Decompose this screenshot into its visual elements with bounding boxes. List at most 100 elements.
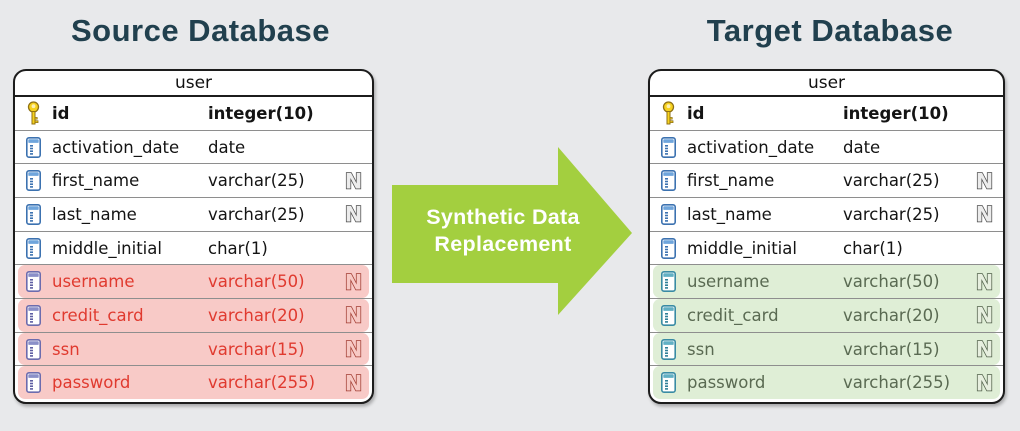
field-icon	[26, 271, 52, 293]
column-name: credit_card	[52, 305, 144, 325]
key-icon	[26, 101, 52, 126]
column-type: varchar(25)	[208, 171, 305, 191]
nullable-icon: N	[967, 170, 1001, 192]
column-type: varchar(50)	[208, 272, 305, 292]
nullable-icon: N	[336, 372, 370, 394]
arrow-label-line1: Synthetic Data	[426, 205, 580, 229]
column-name: credit_card	[687, 305, 779, 325]
column-row-first_name: first_name varchar(25) N	[650, 163, 1003, 197]
column-row-password: password varchar(255) N	[15, 365, 372, 400]
nullable-icon: N	[967, 372, 1001, 394]
column-type: char(1)	[843, 238, 903, 258]
column-row-credit_card: credit_card varchar(20) N	[650, 298, 1003, 332]
table-title: user	[650, 71, 1003, 97]
column-type: integer(10)	[208, 103, 314, 123]
column-name: last_name	[52, 204, 137, 224]
column-name: first_name	[687, 171, 775, 191]
column-row-middle_initial: middle_initial char(1)	[650, 230, 1003, 265]
nullable-icon: N	[967, 304, 1001, 326]
row-highlight-background	[18, 366, 369, 400]
nullable-icon: N	[967, 338, 1001, 360]
svg-text:N: N	[344, 271, 362, 293]
column-row-username: username varchar(50) N	[650, 264, 1003, 299]
transformation-arrow: Synthetic Data Replacement	[391, 146, 633, 316]
field-icon	[661, 271, 687, 293]
nullable-icon: N	[336, 304, 370, 326]
nullable-icon: N	[336, 271, 370, 293]
column-name: ssn	[52, 339, 80, 359]
column-name: ssn	[687, 339, 715, 359]
column-row-username: username varchar(50) N	[15, 264, 372, 299]
column-name: id	[52, 103, 70, 123]
svg-text:N: N	[975, 170, 993, 192]
column-name: password	[52, 373, 131, 393]
row-highlight-background	[653, 332, 1000, 366]
svg-text:N: N	[975, 338, 993, 360]
column-type: varchar(25)	[843, 171, 940, 191]
column-type: date	[208, 137, 246, 157]
row-highlight-background	[653, 366, 1000, 400]
arrow-shape	[392, 147, 632, 315]
column-row-id: id integer(10)	[650, 97, 1003, 130]
svg-text:N: N	[344, 203, 362, 225]
column-name: last_name	[687, 204, 772, 224]
column-name: id	[687, 103, 705, 123]
field-icon	[661, 203, 687, 225]
column-type: varchar(15)	[208, 339, 305, 359]
field-icon	[661, 304, 687, 326]
column-name: middle_initial	[687, 238, 797, 258]
field-icon	[26, 338, 52, 360]
column-type: varchar(15)	[843, 339, 940, 359]
target-database-title: Target Database	[706, 13, 954, 48]
field-icon	[26, 136, 52, 158]
column-row-first_name: first_name varchar(25) N	[15, 163, 372, 197]
nullable-icon: N	[336, 338, 370, 360]
nullable-icon: N	[336, 170, 370, 192]
column-type: varchar(255)	[208, 373, 316, 393]
column-name: username	[52, 272, 135, 292]
column-row-last_name: last_name varchar(25) N	[15, 197, 372, 231]
field-icon	[26, 237, 52, 259]
svg-text:N: N	[975, 304, 993, 326]
field-icon	[26, 304, 52, 326]
svg-text:N: N	[344, 170, 362, 192]
row-highlight-background	[18, 265, 369, 299]
column-row-ssn: ssn varchar(15) N	[15, 331, 372, 366]
column-type: varchar(20)	[208, 305, 305, 325]
column-type: integer(10)	[843, 103, 949, 123]
column-row-id: id integer(10)	[15, 97, 372, 130]
nullable-icon: N	[967, 271, 1001, 293]
column-row-credit_card: credit_card varchar(20) N	[15, 298, 372, 332]
table-title: user	[15, 71, 372, 97]
svg-text:N: N	[975, 203, 993, 225]
svg-text:N: N	[975, 372, 993, 394]
svg-text:N: N	[344, 338, 362, 360]
column-name: activation_date	[687, 137, 815, 157]
column-row-ssn: ssn varchar(15) N	[650, 331, 1003, 366]
nullable-icon: N	[967, 203, 1001, 225]
column-row-last_name: last_name varchar(25) N	[650, 197, 1003, 231]
column-type: varchar(50)	[843, 272, 940, 292]
row-highlight-background	[653, 265, 1000, 299]
field-icon	[26, 170, 52, 192]
svg-text:N: N	[975, 271, 993, 293]
column-type: varchar(25)	[843, 204, 940, 224]
column-name: first_name	[52, 171, 140, 191]
source-database-title: Source Database	[70, 13, 331, 48]
row-highlight-background	[18, 332, 369, 366]
column-type: varchar(20)	[843, 305, 940, 325]
svg-text:N: N	[344, 372, 362, 394]
arrow-label-line2: Replacement	[434, 232, 572, 256]
column-type: varchar(25)	[208, 204, 305, 224]
row-highlight-background	[18, 299, 369, 332]
column-type: varchar(255)	[843, 373, 951, 393]
column-name: username	[687, 272, 770, 292]
nullable-icon: N	[336, 203, 370, 225]
